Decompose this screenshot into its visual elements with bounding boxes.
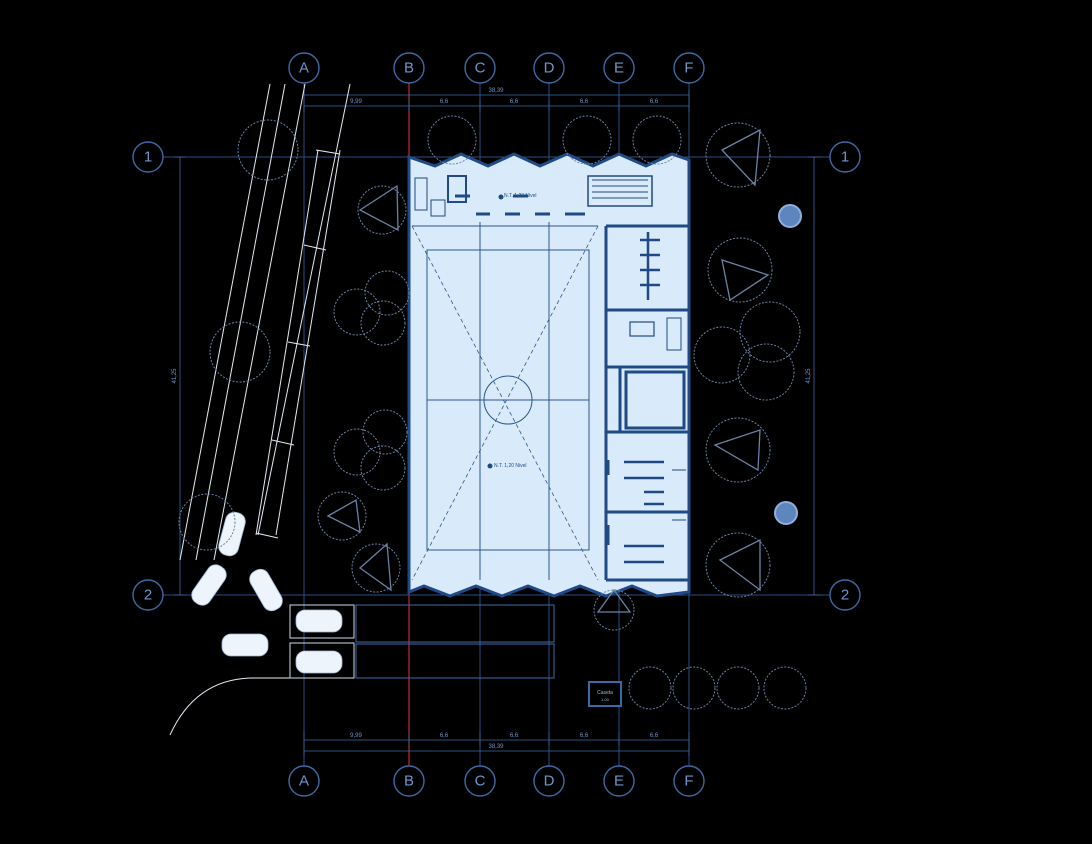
annex: Caseta 1.00 — [588, 681, 622, 707]
left-height-dimension: 41,25 — [172, 368, 178, 384]
grid-label-e-top: E — [614, 60, 624, 77]
tree-icon — [360, 300, 406, 346]
tree-icon — [333, 428, 381, 476]
tree-icon — [427, 115, 477, 165]
car-icon — [221, 633, 269, 657]
top-dimensions: 38,39 9,99 6,6 6,6 6,6 6,6 — [303, 88, 690, 112]
tree-icon — [317, 491, 367, 541]
tree-icon — [351, 543, 401, 593]
tree-icon — [178, 493, 236, 551]
grid-label-b-top: B — [404, 60, 414, 77]
court-level-label: N.T. 1,20 Nivel — [494, 463, 527, 469]
bottom-dimension-ef: 6,6 — [650, 733, 659, 739]
tree-icon — [209, 321, 271, 383]
car-icon — [295, 609, 343, 633]
grid-label-f-bottom: F — [684, 773, 693, 790]
car-icon — [191, 564, 227, 606]
grid-label-d-top: D — [544, 60, 555, 77]
right-height-dimension: 41,25 — [806, 368, 812, 384]
tree-icon — [763, 666, 807, 710]
grid-label-f-top: F — [684, 60, 693, 77]
bottom-dimension-de: 6,6 — [580, 733, 589, 739]
grid-label-b-bottom: B — [404, 773, 414, 790]
car-icon — [218, 511, 246, 557]
grid-label-a-bottom: A — [299, 773, 309, 790]
tree-icon — [364, 270, 410, 316]
trees — [178, 115, 807, 710]
top-total-dimension: 38,39 — [488, 88, 504, 94]
tree-icon — [632, 115, 682, 165]
tree-icon — [360, 445, 406, 491]
grid-label-1-left: 1 — [144, 149, 152, 166]
fountain-icon — [778, 204, 802, 228]
grid-label-e-bottom: E — [614, 773, 624, 790]
tree-icon — [357, 185, 407, 235]
grid-label-2-right: 2 — [841, 587, 849, 604]
tree-icon — [705, 532, 771, 598]
upper-level-label: N.T. 1,20 Nivel — [504, 193, 537, 199]
tree-icon — [705, 417, 771, 483]
grid-label-2-left: 2 — [144, 587, 152, 604]
tree-icon — [562, 115, 612, 165]
building: N.T. 1,20 Nivel N.T. 1,20 Nivel — [407, 152, 691, 598]
annex-sub: 1.00 — [601, 697, 610, 702]
tree-icon — [739, 301, 801, 363]
top-dimension-ef: 6,6 — [650, 99, 659, 105]
tree-icon — [362, 409, 408, 455]
grid-bubbles-bottom: A B C D E F — [288, 765, 705, 797]
side-dimensions: 41,25 41,25 — [172, 156, 820, 596]
top-dimension-bc: 6,6 — [440, 99, 449, 105]
bottom-dimensions: 9,99 6,6 6,6 6,6 6,6 38,39 — [303, 732, 690, 756]
bottom-total-dimension: 38,39 — [488, 744, 504, 750]
grid-label-a-top: A — [299, 60, 309, 77]
top-dimension-ab: 9,99 — [350, 99, 362, 105]
grid-label-c-top: C — [475, 60, 486, 77]
annex-title: Caseta — [597, 690, 613, 696]
tree-icon — [628, 666, 672, 710]
tree-icon — [707, 237, 773, 303]
bottom-dimension-ab: 9,99 — [350, 733, 362, 739]
top-dimension-cd: 6,6 — [510, 99, 519, 105]
tree-icon — [705, 122, 771, 188]
bottom-dimension-cd: 6,6 — [510, 733, 519, 739]
top-dimension-de: 6,6 — [580, 99, 589, 105]
tree-icon — [237, 119, 299, 181]
bottom-dimension-bc: 6,6 — [440, 733, 449, 739]
grid-bubbles-top: A B C D E F — [288, 52, 705, 84]
grid-bubbles-rows: 1 1 2 2 — [132, 141, 861, 611]
tree-icon — [693, 326, 751, 384]
grid-label-c-bottom: C — [475, 773, 486, 790]
tree-icon — [593, 589, 635, 631]
fountain-icon — [774, 501, 798, 525]
car-icon — [249, 568, 283, 612]
tree-icon — [333, 288, 381, 336]
grid-label-d-bottom: D — [544, 773, 555, 790]
parking — [191, 511, 555, 679]
car-icon — [295, 650, 343, 674]
tree-icon — [716, 666, 760, 710]
grid-label-1-right: 1 — [841, 149, 849, 166]
tree-icon — [737, 343, 795, 401]
tree-icon — [672, 666, 716, 710]
